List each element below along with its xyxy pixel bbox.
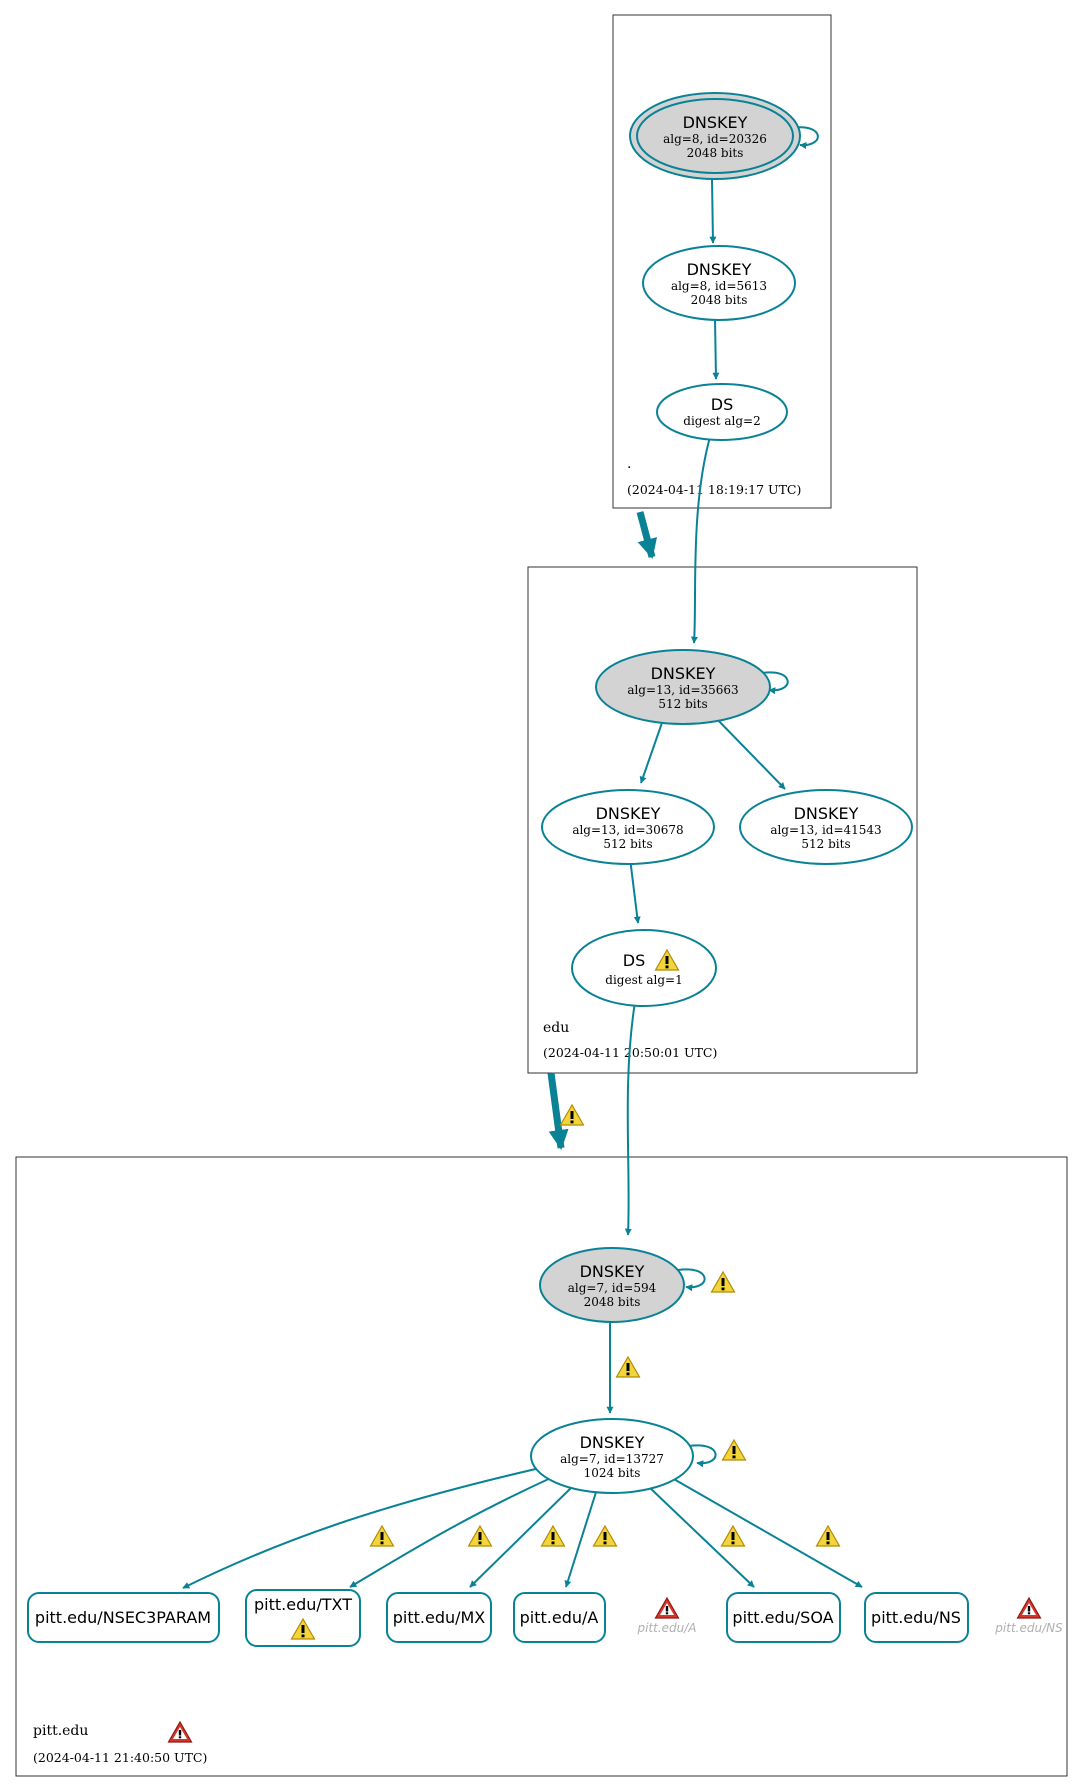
- edu-ksk-zsk2-edge: [712, 714, 786, 790]
- edu-zsk1-line2: 512 bits: [603, 837, 652, 851]
- edu-zsk2-line2: 512 bits: [801, 837, 850, 851]
- pitt-ksk-line2: 2048 bits: [584, 1295, 641, 1309]
- rrset-a[interactable]: pitt.edu/A: [513, 1592, 606, 1643]
- edu-ksk-self-edge: [761, 671, 789, 695]
- root-zsk-ds-edge: [712, 318, 720, 380]
- edu-zsk1-ds-edge: [629, 857, 641, 924]
- pitt-zsk-soa-edge: [648, 1486, 755, 1588]
- pitt-zsk-line1: alg=7, id=13727: [560, 1452, 664, 1466]
- edu-ksk-type: DNSKEY: [651, 664, 716, 683]
- edu-ds-type: DS: [623, 951, 645, 970]
- pitt-zsk-self-warning-icon: [721, 1439, 747, 1461]
- zone-root-name: .: [627, 456, 631, 472]
- root-ksk-type: DNSKEY: [683, 113, 748, 132]
- edu-zsk2-node[interactable]: DNSKEY alg=13, id=41543 512 bits: [739, 789, 913, 865]
- rrset-a-label: pitt.edu/A: [520, 1608, 599, 1627]
- pitt-ksk-self-edge: [677, 1268, 706, 1292]
- root-ksk-zsk-edge: [709, 178, 717, 244]
- rrset-nsec3param-label: pitt.edu/NSEC3PARAM: [35, 1608, 211, 1627]
- pitt-ksk-type: DNSKEY: [580, 1262, 645, 1281]
- ghost-rrset-ns: pitt.edu/NS: [994, 1597, 1063, 1635]
- zone-root-time: (2024-04-11 18:19:17 UTC): [627, 482, 801, 497]
- edu-zsk2-type: DNSKEY: [794, 804, 859, 823]
- delegation-root-edu-edge: [636, 511, 658, 559]
- edu-ksk-line2: 512 bits: [658, 697, 707, 711]
- pitt-ksk-self-warning-icon: [710, 1271, 736, 1293]
- rrset-txt-label: pitt.edu/TXT: [254, 1595, 352, 1614]
- ghost-rrset-ns-label: pitt.edu/NS: [994, 1621, 1063, 1635]
- rrset-mx[interactable]: pitt.edu/MX: [386, 1592, 492, 1643]
- pitt-zsk-a-warning-icon: [540, 1525, 566, 1547]
- edu-zsk1-type: DNSKEY: [596, 804, 661, 823]
- pitt-zsk-a-extra-warning-icon: [592, 1525, 618, 1547]
- root-ksk-node[interactable]: DNSKEY alg=8, id=20326 2048 bits: [629, 92, 801, 180]
- pitt-zsk-mx-warning-icon: [467, 1525, 493, 1547]
- root-ksk-line1: alg=8, id=20326: [663, 132, 767, 146]
- edu-ds-line1: digest alg=1: [605, 973, 682, 987]
- rrset-soa-label: pitt.edu/SOA: [732, 1608, 833, 1627]
- pitt-zsk-node[interactable]: DNSKEY alg=7, id=13727 1024 bits: [530, 1418, 694, 1494]
- pitt-zsk-line2: 1024 bits: [584, 1466, 641, 1480]
- delegation-edu-pitt-warning-icon: [559, 1104, 585, 1126]
- zone-edu-box: [527, 566, 918, 1074]
- pitt-zsk-txt-warning-icon: [369, 1525, 395, 1547]
- pitt-zsk-self-edge: [688, 1444, 717, 1468]
- pitt-zsk-mx-edge: [469, 1484, 575, 1588]
- edu-ksk-node[interactable]: DNSKEY alg=13, id=35663 512 bits: [595, 649, 771, 725]
- root-ds-type: DS: [711, 395, 733, 414]
- zone-pitt-time: (2024-04-11 21:40:50 UTC): [33, 1750, 207, 1765]
- pitt-zsk-ns-warning-icon: [815, 1525, 841, 1547]
- rrset-nsec3param[interactable]: pitt.edu/NSEC3PARAM: [27, 1592, 220, 1643]
- edges: [182, 126, 863, 1589]
- rrset-mx-label: pitt.edu/MX: [393, 1608, 486, 1627]
- ghost-rrset-a-label: pitt.edu/A: [636, 1621, 696, 1635]
- ghost-rrset-a: pitt.edu/A: [636, 1597, 697, 1635]
- pitt-ksk-line1: alg=7, id=594: [568, 1281, 657, 1295]
- rrset-ns[interactable]: pitt.edu/NS: [864, 1592, 969, 1643]
- root-zsk-line1: alg=8, id=5613: [671, 279, 767, 293]
- zone-root: . (2024-04-11 18:19:17 UTC): [612, 14, 832, 509]
- root-ksk-line2: 2048 bits: [687, 146, 744, 160]
- pitt-zsk-nsec3param-edge: [182, 1467, 541, 1589]
- zone-pitt-error-icon: [167, 1721, 193, 1743]
- delegation-edu-pitt-edge: [547, 1072, 569, 1150]
- pitt-zsk-a-edge: [564, 1488, 598, 1588]
- ghost-rrset-a-error-icon: [654, 1597, 680, 1619]
- pitt-ksk-zsk-warning-icon: [615, 1356, 641, 1378]
- edu-zsk1-line1: alg=13, id=30678: [572, 823, 683, 837]
- zone-pitt-name: pitt.edu: [33, 1723, 88, 1739]
- rrset-ns-label: pitt.edu/NS: [871, 1608, 961, 1627]
- root-zsk-line2: 2048 bits: [691, 293, 748, 307]
- rrset-txt[interactable]: pitt.edu/TXT: [245, 1589, 361, 1647]
- edu-ds-node[interactable]: DS digest alg=1: [571, 929, 717, 1007]
- root-ds-edu-ksk-edge: [690, 436, 711, 644]
- zone-pitt: pitt.edu (2024-04-11 21:40:50 UTC): [15, 1156, 1068, 1777]
- edu-ds-pitt-ksk-edge: [624, 1001, 636, 1236]
- root-zsk-type: DNSKEY: [687, 260, 752, 279]
- root-zsk-node[interactable]: DNSKEY alg=8, id=5613 2048 bits: [642, 245, 796, 321]
- rrset-soa[interactable]: pitt.edu/SOA: [726, 1592, 841, 1643]
- edu-ksk-line1: alg=13, id=35663: [627, 683, 738, 697]
- root-ds-line1: digest alg=2: [683, 414, 760, 428]
- pitt-zsk-ns-edge: [671, 1477, 863, 1588]
- pitt-zsk-soa-warning-icon: [720, 1525, 746, 1547]
- zone-root-box: [612, 14, 832, 509]
- root-ds-node[interactable]: DS digest alg=2: [656, 383, 788, 441]
- edu-ksk-zsk1-edge: [639, 716, 665, 784]
- edu-zsk1-node[interactable]: DNSKEY alg=13, id=30678 512 bits: [541, 789, 715, 865]
- zone-pitt-box: [15, 1156, 1068, 1777]
- pitt-zsk-txt-edge: [349, 1475, 556, 1588]
- ghost-rrset-ns-error-icon: [1016, 1597, 1042, 1619]
- root-ksk-self-edge: [791, 126, 819, 149]
- pitt-zsk-type: DNSKEY: [580, 1433, 645, 1452]
- zone-edu-name: edu: [543, 1020, 569, 1036]
- pitt-ksk-node[interactable]: DNSKEY alg=7, id=594 2048 bits: [539, 1247, 685, 1323]
- edu-zsk2-line1: alg=13, id=41543: [770, 823, 881, 837]
